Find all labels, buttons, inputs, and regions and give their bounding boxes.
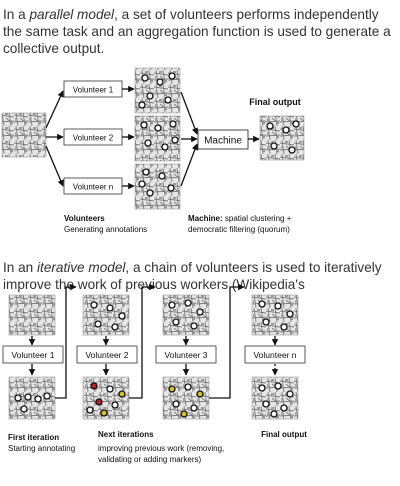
iterative-volunteer-2-box [76, 345, 138, 364]
chain-arrow-3-to-n [209, 283, 245, 399]
parallel-intro: In a parallel model, a set of volunteers… [3, 6, 397, 57]
parallel-intro-post: , a set of volunteers performs independe… [3, 7, 391, 56]
parallel-final-output-label: Final output [249, 97, 301, 107]
arrow-image-n-to-machine [180, 143, 198, 187]
next-iterations-sub-1: improving previous work (removing, [98, 444, 224, 453]
arrow-image-1-to-machine [180, 91, 198, 135]
iterative-first-result-image [8, 376, 56, 420]
iterative-step-n-input-image [251, 294, 299, 336]
iterative-input-image [8, 294, 56, 336]
iterative-step-2-result-image [82, 376, 130, 420]
iterative-volunteer-2-label: Volunteer 2 [85, 350, 128, 360]
iterative-volunteer-3-box [155, 345, 217, 364]
iterative-step-2-input-image [82, 294, 130, 336]
machine-caption-title: Machine: [188, 214, 223, 223]
arrow-input-to-volunteer-n [45, 145, 64, 187]
next-iterations-title: Next iterations [98, 430, 154, 439]
volunteers-caption-sub: Generating annotations [64, 225, 147, 234]
iterative-intro-pre: In an [3, 260, 38, 275]
iterative-final-output-image [251, 376, 299, 420]
iterative-volunteer-n-box [244, 345, 306, 364]
parallel-volunteer-1-label: Volunteer 1 [73, 86, 114, 95]
arrow-input-to-volunteer-1 [45, 90, 64, 129]
iterative-volunteer-1-label: Volunteer 1 [11, 350, 54, 360]
parallel-intro-pre: In a [3, 7, 30, 22]
iterative-step-3-result-image [162, 376, 210, 420]
volunteers-caption-title: Volunteers [64, 214, 105, 223]
parallel-diagram: Volunteer 1 Volunteer 2 Volunteer n [1, 67, 305, 234]
parallel-annotated-image-1 [134, 67, 181, 114]
machine-caption-line-2: democratic filtering (quorum) [188, 225, 290, 234]
chain-arrow-1-to-2 [55, 283, 77, 399]
first-iteration-sub: Starting annotating [8, 444, 75, 453]
machine-caption-line-1: Machine: spatial clustering + [188, 214, 292, 223]
iterative-volunteer-n-label: Volunteer n [253, 350, 296, 360]
parallel-intro-emphasis: parallel model [29, 7, 115, 22]
machine-caption-desc-1: spatial clustering + [223, 214, 292, 223]
parallel-final-output-image [259, 115, 305, 161]
iterative-intro-emphasis: iterative model [37, 260, 126, 275]
machine-label: Machine [204, 136, 242, 147]
iterative-final-output-label: Final output [261, 430, 307, 439]
parallel-volunteer-n-label: Volunteer n [73, 183, 113, 192]
parallel-input-image [1, 112, 47, 158]
chain-arrow-2-to-3 [129, 283, 156, 399]
first-iteration-title: First iteration [8, 433, 59, 442]
parallel-annotated-image-n [134, 163, 181, 210]
iterative-step-3-input-image [162, 294, 210, 336]
parallel-annotated-image-2 [134, 115, 181, 162]
iterative-diagram: Volunteer 1 Volunteer 2 Volunteer 3 Volu… [2, 283, 307, 464]
next-iterations-sub-2: validating or adding markers) [98, 455, 201, 464]
iterative-volunteer-1-box [2, 345, 64, 364]
iterative-volunteer-3-label: Volunteer 3 [164, 350, 207, 360]
parallel-volunteer-2-label: Volunteer 2 [73, 134, 114, 143]
